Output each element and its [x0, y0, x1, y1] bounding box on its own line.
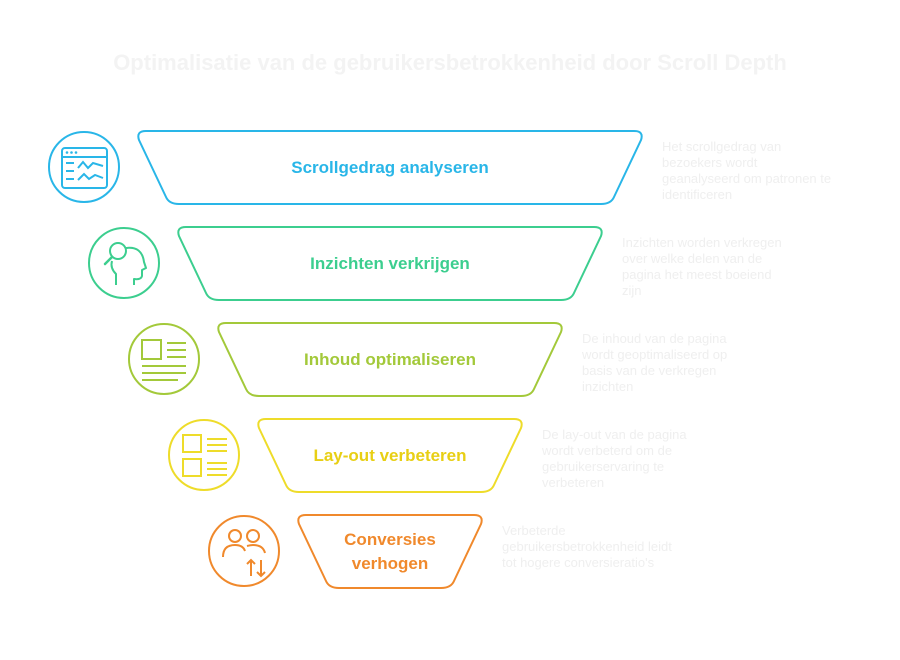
funnel-band-3 [217, 322, 563, 397]
funnel-stage-2 [88, 226, 603, 301]
stage-description-4: De lay-out van de pagina wordt verbeterd… [542, 427, 687, 490]
funnel-band-4 [257, 418, 523, 493]
funnel-band-1 [137, 130, 643, 205]
article-layout-icon [128, 323, 200, 395]
users-exchange-icon [208, 515, 280, 587]
funnel-stage-4 [168, 418, 523, 493]
stage-description-1: Het scrollgedrag van bezoekers wordt gea… [662, 139, 832, 202]
stage-description-5: Verbeterde gebruikersbetrokkenheid leidt… [502, 523, 672, 570]
dashboard-chart-icon [48, 131, 120, 203]
stage-description-3: De inhoud van de pagina wordt geoptimali… [582, 331, 728, 394]
funnel-stage-3 [128, 322, 563, 397]
stage-label-1: Scrollgedrag analyseren [291, 158, 489, 177]
stage-label-3: Inhoud optimaliseren [304, 350, 476, 369]
funnel-band-5 [297, 514, 483, 589]
stage-label-4: Lay-out verbeteren [313, 446, 467, 465]
stage-label-2: Inzichten verkrijgen [310, 254, 470, 273]
person-search-icon [88, 227, 160, 299]
stage-description-2: Inzichten worden verkregen over welke de… [622, 235, 782, 298]
funnel-stage-1 [48, 130, 643, 205]
funnel-band-2 [177, 226, 603, 301]
diagram-title: Optimalisatie van de gebruikersbetrokken… [113, 50, 787, 75]
layout-grid-icon [168, 419, 240, 491]
funnel-stage-5 [208, 514, 483, 589]
stage-label-5: Conversies verhogen [344, 530, 436, 573]
